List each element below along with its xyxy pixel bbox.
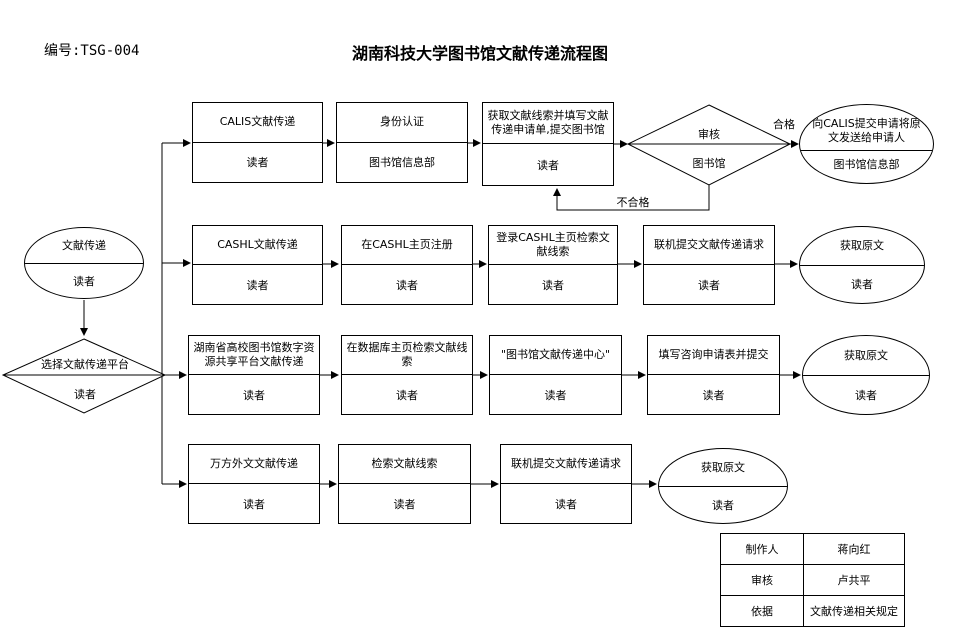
meta-value: 文献传递相关规定 xyxy=(803,595,905,627)
row4-end: 获取原文读者 xyxy=(658,448,788,524)
meta-row: 依据 文献传递相关规定 xyxy=(720,595,905,627)
meta-label: 依据 xyxy=(720,595,804,627)
row2-step3: 登录CASHL主页检索文献线索读者 xyxy=(488,225,618,305)
review-diamond xyxy=(626,104,792,186)
row1-step1: CALIS文献传递读者 xyxy=(192,102,323,183)
row1-end: 向CALIS提交申请将原文发送给申请人图书馆信息部 xyxy=(799,104,934,184)
row4-step3: 联机提交文献传递请求读者 xyxy=(500,444,632,524)
meta-label: 审核 xyxy=(720,564,804,596)
meta-label: 制作人 xyxy=(720,533,804,565)
row1-step2: 身份认证图书馆信息部 xyxy=(336,102,468,183)
start-ellipse: 文献传递 读者 xyxy=(24,227,144,299)
row3-step4: 填写咨询申请表并提交读者 xyxy=(647,335,780,415)
meta-row: 审核 卢共平 xyxy=(720,564,905,596)
review-label: 审核 xyxy=(698,128,720,141)
page-title: 湖南科技大学图书馆文献传递流程图 xyxy=(351,44,608,63)
document-code: 编号:TSG-004 xyxy=(44,43,140,59)
review-actor: 图书馆 xyxy=(692,157,726,170)
row2-step4: 联机提交文献传递请求读者 xyxy=(643,225,775,305)
row2-step2: 在CASHL主页注册读者 xyxy=(341,225,473,305)
row1-step3: 获取文献线索并填写文献传递申请单,提交图书馆读者 xyxy=(482,102,614,186)
meta-value: 卢共平 xyxy=(803,564,905,596)
meta-row: 制作人 蒋向红 xyxy=(720,533,905,565)
fail-label: 不合格 xyxy=(616,196,650,209)
choose-label: 选择文献传递平台 xyxy=(41,358,129,371)
row3-end: 获取原文读者 xyxy=(802,335,930,415)
meta-table: 制作人 蒋向红 审核 卢共平 依据 文献传递相关规定 xyxy=(720,533,905,627)
fail-loop xyxy=(553,185,710,211)
row3-step2: 在数据库主页检索文献线索读者 xyxy=(341,335,473,415)
row4-step2: 检索文献线索读者 xyxy=(338,444,471,524)
row3-step3: "图书馆文献传递中心"读者 xyxy=(489,335,622,415)
row4-step1: 万方外文文献传递读者 xyxy=(188,444,320,524)
meta-value: 蒋向红 xyxy=(803,533,905,565)
choose-diamond xyxy=(1,338,167,414)
row3-step1: 湖南省高校图书馆数字资源共享平台文献传递读者 xyxy=(188,335,320,415)
pass-label: 合格 xyxy=(773,118,795,131)
row2-step1: CASHL文献传递读者 xyxy=(192,225,323,305)
row2-end: 获取原文读者 xyxy=(799,226,925,304)
choose-actor: 读者 xyxy=(74,388,96,401)
